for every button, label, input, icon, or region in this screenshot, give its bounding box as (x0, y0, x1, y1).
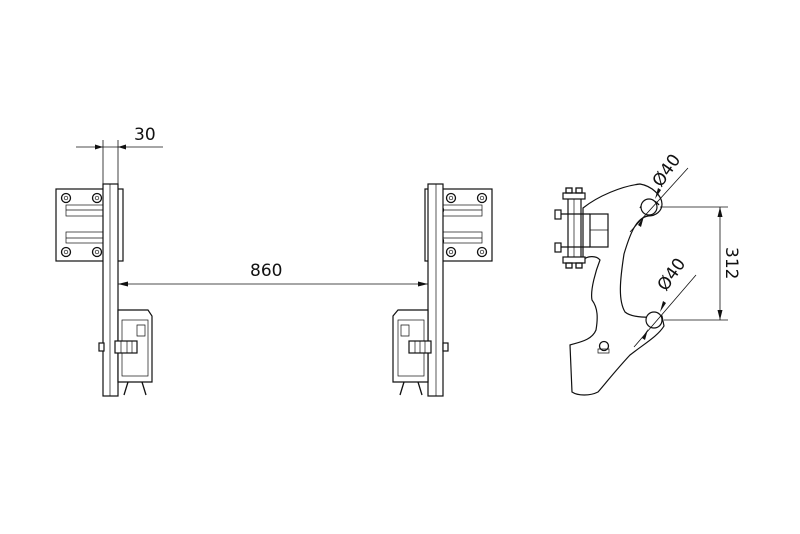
pin-distance-label: 312 (721, 247, 741, 279)
lower-pin-hole (645, 311, 663, 329)
left-side-plate (102, 183, 119, 397)
thickness-dimension: 30 (76, 125, 163, 186)
side-plate-profile (569, 183, 665, 396)
thickness-label: 30 (134, 125, 156, 145)
right-bracket (392, 183, 493, 397)
right-side-plate (427, 183, 444, 397)
side-view-bracket (554, 183, 665, 396)
right-latch-mechanism (392, 309, 449, 396)
side-bolt (598, 340, 610, 352)
spacing-label: 860 (250, 261, 282, 281)
lower-diameter-label: Ø40 (654, 255, 690, 295)
left-latch-mechanism (98, 309, 153, 396)
side-clamp (554, 187, 609, 269)
spacing-dimension: 860 (118, 261, 428, 287)
pin-distance-dimension: 312 (660, 206, 741, 321)
upper-diameter-label: Ø40 (649, 151, 685, 191)
upper-pin-hole (640, 198, 658, 216)
left-bracket (55, 183, 153, 397)
